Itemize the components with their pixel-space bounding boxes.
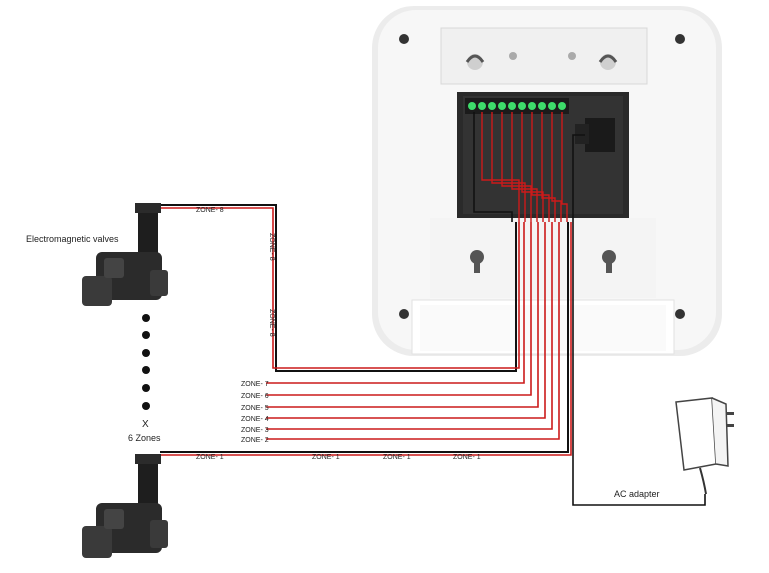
screw-hole-bottom-right: [675, 309, 685, 319]
valve-top: [82, 203, 168, 306]
zone1-label-c: ZONE- 1: [383, 454, 411, 461]
terminal-9: [548, 102, 556, 110]
zone8-vertical-label-1: ZONE- 8: [268, 233, 275, 261]
internal-wire-8: [551, 112, 562, 222]
wire-zone2: [266, 222, 560, 440]
wire-zone6: [266, 222, 532, 396]
keyhole-left: [470, 250, 484, 273]
terminal-block: [465, 98, 569, 114]
terminal-3: [488, 102, 496, 110]
zone-wires: [160, 112, 706, 506]
wire-zone3: [266, 222, 553, 430]
ac-adapter-cable: [572, 134, 706, 506]
zone6-label: ZONE- 6: [241, 393, 269, 400]
valve-ellipsis-dots: [142, 314, 150, 410]
zone3-label: ZONE- 3: [241, 427, 269, 434]
power-jack: [585, 118, 615, 152]
zone-count-label: 6 Zones: [128, 433, 161, 443]
x-mark: X: [142, 419, 149, 430]
terminal-4: [498, 102, 506, 110]
screw-hole-top-left: [399, 34, 409, 44]
wire-zone5: [266, 222, 539, 408]
internal-wire-7: [541, 112, 556, 222]
wire-zone1-red: [160, 222, 572, 456]
terminal-7: [528, 102, 536, 110]
zone2-label: ZONE- 2: [241, 437, 269, 444]
zone1-label-b: ZONE- 1: [312, 454, 340, 461]
ac-adapter-label: AC adapter: [614, 489, 660, 499]
controller-device: [372, 6, 722, 356]
zone7-label: ZONE- 7: [241, 381, 269, 388]
internal-common-wire: [473, 112, 513, 222]
internal-wire-3: [501, 112, 532, 222]
wire-zone7: [266, 222, 525, 384]
internal-wire-6: [531, 112, 550, 222]
wire-zone4: [266, 222, 546, 419]
keyhole-right: [602, 250, 616, 273]
zone5-label: ZONE- 5: [241, 405, 269, 412]
ac-adapter: [675, 397, 734, 495]
zone1-label-d: ZONE- 1: [453, 454, 481, 461]
screw-hole-top-right: [675, 34, 685, 44]
internal-wire-4: [511, 112, 538, 222]
terminal-6: [518, 102, 526, 110]
zone4-label: ZONE- 4: [241, 416, 269, 423]
wire-zone8-black: [160, 204, 517, 372]
internal-wire-2: [491, 112, 526, 222]
internal-wire-9: [561, 112, 568, 222]
internal-wire-1: [481, 112, 520, 222]
terminal-1: [468, 102, 476, 110]
terminal-2: [478, 102, 486, 110]
valve-bottom: [82, 454, 168, 558]
zone8-top-label: ZONE- 8: [196, 207, 224, 214]
wire-zone8-red: [160, 207, 520, 369]
zone8-vertical-label-2: ZONE- 8: [268, 309, 275, 337]
zone1-label-a: ZONE- 1: [196, 454, 224, 461]
terminal-10: [558, 102, 566, 110]
screw-hole-bottom-left: [399, 309, 409, 319]
terminal-8: [538, 102, 546, 110]
valves-title: Electromagnetic valves: [26, 234, 119, 244]
wire-zone1-black: [160, 222, 569, 453]
terminal-5: [508, 102, 516, 110]
